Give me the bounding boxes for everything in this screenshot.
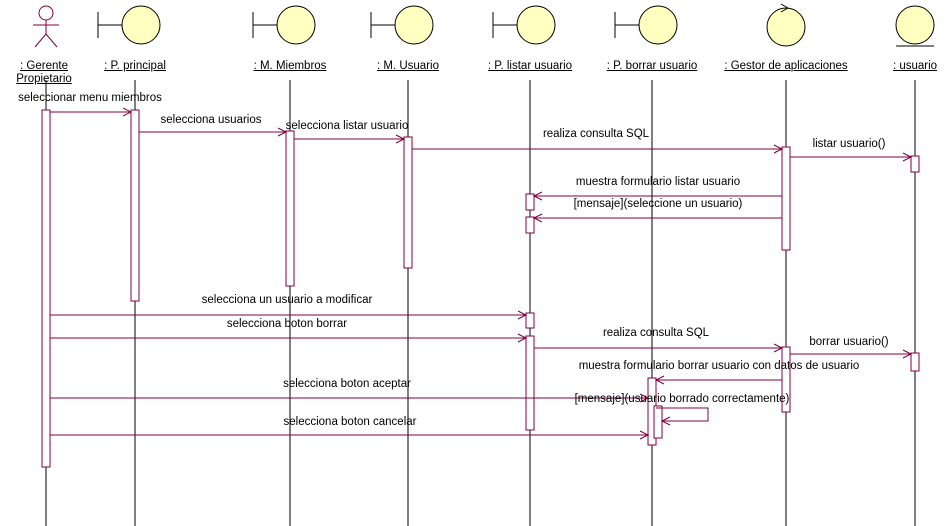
object-name: : M. Usuario <box>377 60 439 72</box>
message-label: listar usuario() <box>812 138 886 150</box>
object-name: : M. Miembros <box>253 60 327 72</box>
message-label: realiza consulta SQL <box>542 128 650 140</box>
activation-bar <box>781 146 791 251</box>
object-name: : P. principal <box>104 60 166 72</box>
activation-bar <box>525 335 535 431</box>
activation-bar <box>910 155 920 173</box>
message-label: muestra formulario borrar usuario con da… <box>578 360 860 372</box>
arrowhead <box>517 310 528 320</box>
object-name: : P. borrar usuario <box>606 60 698 72</box>
activation-bar <box>525 312 535 329</box>
activation-bar <box>403 136 413 269</box>
message-label: [mensaje](seleccione un usuario) <box>573 198 743 210</box>
message-label: borrar usuario() <box>809 336 889 348</box>
message-label: seleccionar menu miembros <box>18 92 162 104</box>
activation-bar <box>130 109 140 302</box>
control-icon <box>766 3 806 47</box>
message-label: selecciona boton aceptar <box>283 378 411 390</box>
object-name: : Gerente <box>20 60 68 72</box>
message-label: selecciona usuarios <box>160 114 262 126</box>
boundary-icon <box>252 5 316 45</box>
object-name: : P. listar usuario <box>487 60 573 72</box>
self-message-arrow <box>656 407 709 422</box>
arrowhead <box>532 191 543 201</box>
activation-bar <box>41 109 51 468</box>
message-label: muestra formulario listar usuario <box>575 176 741 188</box>
arrowhead <box>773 144 784 154</box>
arrowhead <box>532 213 543 223</box>
boundary-icon <box>492 5 556 45</box>
message-label: selecciona un usuario a modificar <box>201 294 373 306</box>
boundary-icon <box>97 5 161 45</box>
activation-bar <box>525 193 535 211</box>
activation-bar <box>653 405 663 439</box>
object-name: : usuario <box>892 60 938 72</box>
message-label: selecciona boton borrar <box>226 318 348 330</box>
entity-icon <box>895 5 935 47</box>
message-label: [mensaje](usuario borrado correctamente) <box>574 393 790 405</box>
arrowhead <box>639 430 650 440</box>
message-label: selecciona listar usuario <box>285 120 409 132</box>
arrowhead <box>660 416 671 426</box>
boundary-icon <box>370 5 434 45</box>
arrowhead <box>654 375 665 385</box>
activation-bar <box>285 130 295 287</box>
arrowhead <box>902 349 913 359</box>
boundary-icon <box>614 5 678 45</box>
arrowhead <box>277 127 288 137</box>
activation-bar <box>525 216 535 234</box>
arrowhead <box>773 343 784 353</box>
arrowhead <box>639 393 650 403</box>
message-label: realiza consulta SQL <box>602 327 710 339</box>
arrowhead <box>122 107 133 117</box>
message-label: selecciona boton cancelar <box>283 416 417 428</box>
arrowhead <box>902 152 913 162</box>
arrowhead <box>395 134 406 144</box>
object-name-line2: Propietario <box>16 73 72 85</box>
activation-bar <box>910 352 920 372</box>
arrowhead <box>517 333 528 343</box>
actor-icon <box>33 5 59 48</box>
object-name: : Gestor de aplicaciones <box>724 60 848 72</box>
